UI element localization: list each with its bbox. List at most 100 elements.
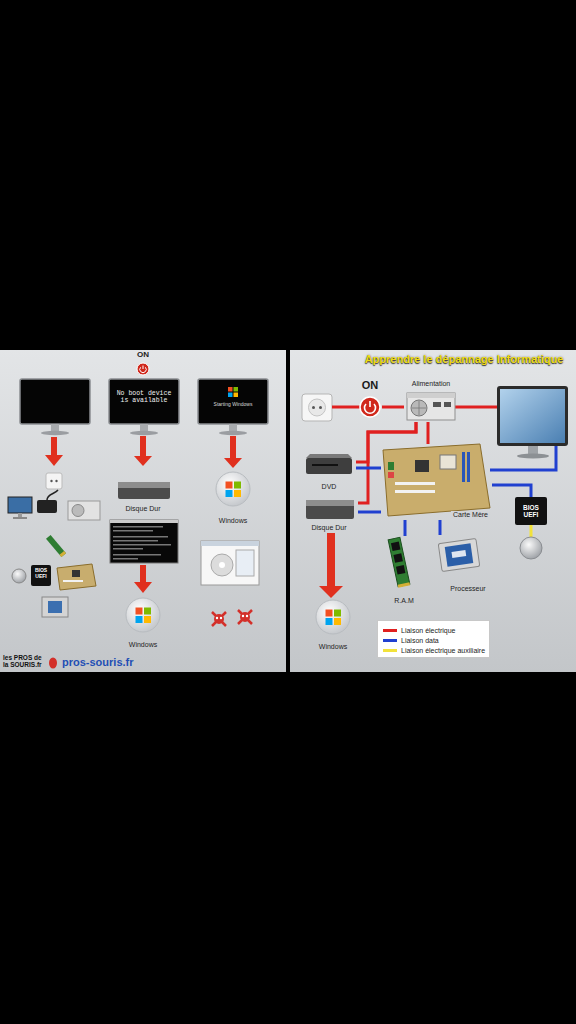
- monitor: [497, 386, 568, 459]
- connector-line: [327, 533, 335, 587]
- connector: [224, 436, 242, 468]
- skull-icon: [246, 615, 248, 617]
- mouse-logo: [49, 658, 57, 669]
- connector-line: [356, 467, 381, 470]
- windows-logo: [316, 600, 350, 634]
- monitor: [219, 431, 247, 435]
- node-label: Windows: [319, 643, 347, 651]
- skull-icon: [238, 610, 252, 624]
- hard-disk: Disque Dur: [110, 466, 176, 514]
- connector-line: [492, 485, 531, 497]
- windows-logo: [226, 490, 233, 497]
- wall-outlet: [55, 480, 57, 482]
- node-label: Disque Dur: [311, 524, 346, 532]
- connector-line: [358, 511, 381, 514]
- legend-text: Liaison électrique auxiliaire: [401, 647, 485, 654]
- monitor: [198, 379, 268, 424]
- wall-outlet: [302, 394, 332, 421]
- wall-outlet: [309, 399, 326, 416]
- skull-icon: [220, 617, 222, 619]
- processor: [48, 601, 62, 613]
- motherboard: Carte Mère: [381, 444, 492, 520]
- windows-logo: [326, 618, 333, 625]
- terminal-screen: [110, 520, 178, 523]
- ram-stick: [46, 535, 66, 557]
- skull-icon: [216, 617, 218, 619]
- motherboard: [388, 472, 394, 478]
- connector-line: [404, 520, 407, 536]
- power-supply: [407, 393, 455, 398]
- small-monitor: [18, 513, 22, 517]
- motherboard: [383, 444, 490, 516]
- motherboard: [383, 444, 490, 516]
- ram-stick: [388, 537, 410, 586]
- hard-disk: [306, 500, 354, 519]
- red-arrow: [134, 565, 152, 593]
- monitor: [20, 379, 90, 435]
- monitor-screen: No boot device is available: [108, 379, 180, 436]
- power-icon: [137, 363, 149, 375]
- windows-logo: [144, 608, 151, 615]
- windows-logo: [136, 608, 143, 615]
- monitor: [228, 387, 233, 392]
- repair-icon: [201, 541, 259, 546]
- ram-stick: [398, 582, 410, 587]
- diagram-title: Apprendre le dépannage Informatique: [356, 353, 572, 365]
- motherboard: [467, 452, 470, 482]
- terminal-screen: [110, 520, 178, 563]
- red-arrow: [45, 437, 63, 466]
- power-supply: [412, 401, 426, 415]
- motherboard: [395, 482, 435, 485]
- red-arrow: [45, 455, 63, 466]
- power-adapter: [37, 500, 57, 513]
- power-icon: [137, 363, 149, 375]
- motherboard: [57, 564, 96, 590]
- skull-icon: [238, 610, 252, 624]
- cmos-battery: [12, 569, 26, 583]
- data-wire: [490, 446, 556, 470]
- monitor: [500, 389, 565, 443]
- connector-line: [140, 436, 146, 457]
- wall-outlet: [312, 406, 315, 409]
- processor: [42, 597, 68, 617]
- power-supply: [433, 402, 441, 407]
- skull-icon: [212, 612, 226, 626]
- node-label: Alimentation: [412, 380, 451, 388]
- node-label: ON: [362, 379, 379, 392]
- node-label: Starting Windows: [214, 402, 253, 408]
- ram-stick: R.A.M: [383, 536, 425, 606]
- hard-disk: [306, 500, 354, 519]
- monitor: [51, 424, 59, 432]
- bios-chip: BIOS UEFI: [515, 497, 547, 525]
- ram-stick: [396, 565, 405, 574]
- power-supply: [68, 501, 100, 520]
- legend-row: Liaison électrique auxiliaire: [383, 645, 484, 655]
- motherboard: [63, 580, 83, 582]
- legend-box: Liaison électriqueLiaison dataLiaison él…: [377, 620, 490, 658]
- small-monitor: [13, 517, 27, 519]
- cmos-battery: [520, 537, 542, 559]
- windows-logo: [326, 610, 333, 617]
- cmos-battery: [12, 569, 26, 583]
- ram-stick: [59, 551, 66, 557]
- skull-icon: [242, 615, 244, 617]
- processor: Processeur: [430, 535, 506, 594]
- wall-outlet: [50, 480, 52, 482]
- monitor: [234, 387, 239, 392]
- repair-icon: [201, 541, 259, 585]
- logo-text: les PROS de la SOURIS.fr: [3, 654, 47, 668]
- node-label: BIOS UEFI: [517, 504, 545, 518]
- power-adapter: [47, 490, 58, 500]
- hard-disk: [118, 482, 170, 499]
- windows-logo: [316, 600, 350, 634]
- power-button: [365, 401, 376, 413]
- wall-outlet: [319, 406, 322, 409]
- terminal-screen: [113, 526, 163, 528]
- power-supply: [411, 400, 427, 416]
- power-wire: [455, 406, 497, 409]
- wall-outlet: [302, 394, 332, 421]
- monitor: [109, 379, 179, 435]
- motherboard: [388, 462, 394, 470]
- wall-outlet: [46, 473, 62, 489]
- arrow-head: [319, 586, 343, 598]
